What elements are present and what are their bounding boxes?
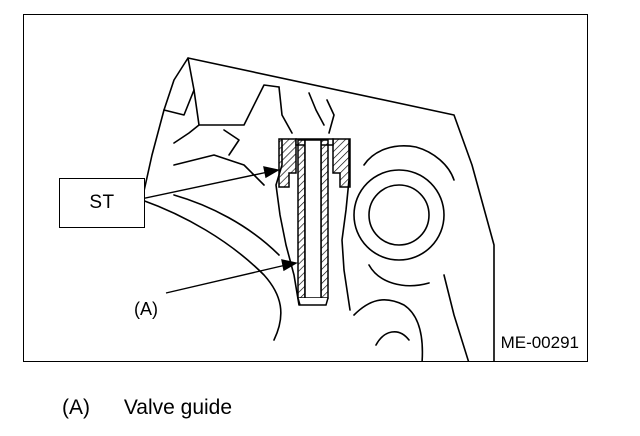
legend-item: (A) Valve guide (62, 396, 232, 420)
figure-frame: ST (A) ME-00291 (23, 14, 588, 362)
valve-guide (297, 139, 329, 306)
engine-illustration (121, 57, 495, 361)
st-label: ST (89, 192, 115, 213)
port-circle-inner (368, 184, 430, 246)
st-label-box: ST (59, 178, 145, 228)
st-leader-arrowhead (263, 166, 280, 179)
st-leader-line (121, 171, 269, 204)
legend-key: (A) (62, 396, 90, 419)
callout-a-label: (A) (134, 299, 158, 319)
port-circle-outer (353, 169, 445, 261)
a-leader-arrowhead (281, 259, 298, 272)
a-leader-line (165, 264, 287, 294)
legend-text: Valve guide (123, 396, 233, 419)
figure-code: ME-00291 (500, 333, 579, 352)
